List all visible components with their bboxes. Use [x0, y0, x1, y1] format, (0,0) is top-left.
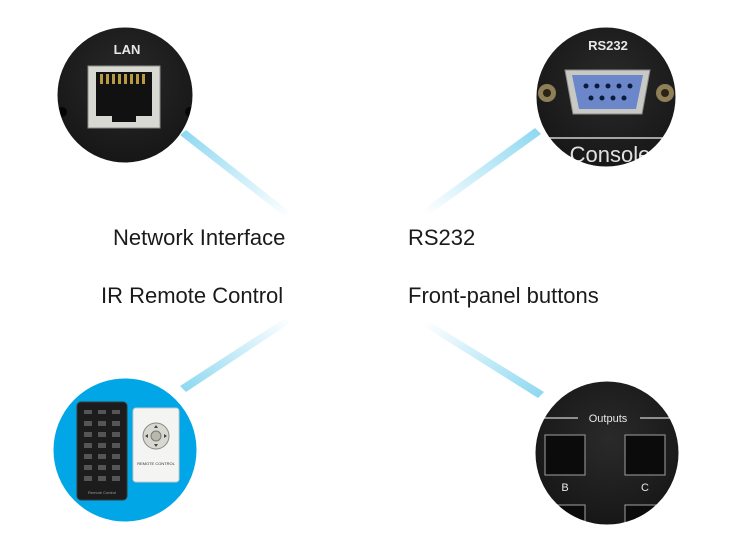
connector-line-front-panel: [425, 322, 544, 398]
outputs-caption: Outputs: [589, 413, 628, 425]
output-button-b: [544, 434, 586, 476]
ir-remote-label: IR Remote Control: [101, 283, 284, 308]
rs232-caption: RS232: [588, 38, 628, 53]
large-remote: REMOTE CONTROL: [132, 407, 180, 483]
connector-line-network: [180, 130, 290, 216]
large-remote-caption: REMOTE CONTROL: [137, 461, 176, 466]
output-label-c: C: [641, 482, 649, 494]
rs232-label: RS232: [408, 225, 476, 250]
front-panel-label: Front-panel buttons: [408, 283, 599, 308]
network-interface-label: Network Interface: [113, 225, 286, 250]
small-remote-caption: Remote Control: [88, 490, 116, 495]
console-text: Console: [570, 142, 651, 167]
lan-port-photo: LAN: [57, 27, 193, 163]
output-label-b: B: [561, 482, 568, 494]
connector-line-rs232: [424, 128, 541, 214]
lan-caption: LAN: [114, 42, 141, 57]
ir-remote-photo: Remote Control REMOTE CONTROL: [53, 378, 197, 522]
front-panel-photo: Outputs B C: [535, 381, 679, 525]
rs232-port-photo: RS232 Console: [536, 27, 676, 167]
small-remote: Remote Control: [76, 401, 128, 501]
output-button-c: [624, 434, 666, 476]
connector-line-ir: [180, 318, 290, 392]
